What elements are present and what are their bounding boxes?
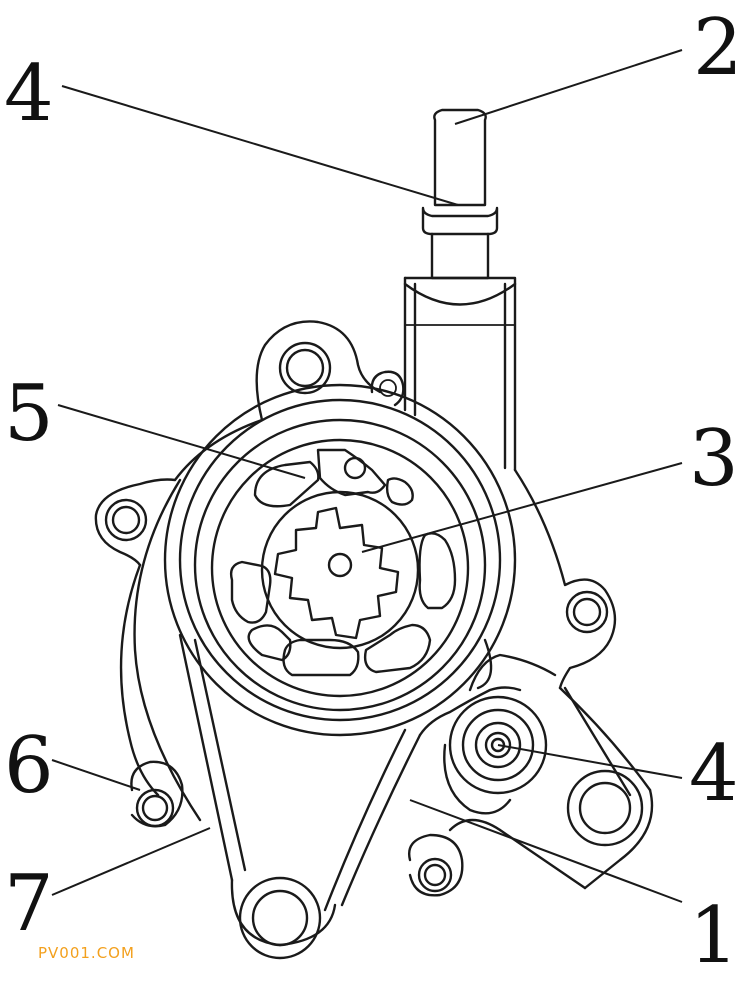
- bolt-hole-right: [565, 590, 609, 634]
- label-7: 7: [4, 859, 54, 949]
- bolt-hole-top: [278, 341, 332, 395]
- outlet-fitting: [448, 695, 548, 795]
- leader-1: [409, 799, 683, 903]
- bolt-hole-lower-left: [130, 760, 184, 828]
- reed-valve: [316, 448, 414, 506]
- leader-4-right: [497, 744, 683, 779]
- label-1: 1: [689, 891, 739, 981]
- leader-4-top: [61, 85, 459, 206]
- leader-2: [454, 49, 683, 125]
- leader-5: [57, 404, 306, 479]
- label-3: 3: [689, 414, 739, 504]
- label-2: 2: [693, 3, 743, 93]
- bolt-hole-left: [104, 498, 148, 542]
- cover-rings: [163, 383, 517, 737]
- label-5: 5: [4, 369, 54, 459]
- leader-3: [361, 462, 683, 553]
- bolt-hole-lower-right: [566, 769, 644, 847]
- watermark: PV001.COM: [38, 944, 135, 962]
- leader-6: [51, 759, 141, 791]
- inlet-pipe: [403, 108, 517, 472]
- label-6: 6: [4, 721, 54, 811]
- leader-7: [51, 827, 211, 896]
- label-4-right: 4: [689, 729, 739, 819]
- mounting-arm: [178, 633, 557, 960]
- label-4-top: 4: [4, 49, 54, 139]
- leader-lines: [51, 49, 683, 903]
- bolt-hole-bottom: [408, 833, 464, 897]
- drive-coupling: [260, 490, 420, 650]
